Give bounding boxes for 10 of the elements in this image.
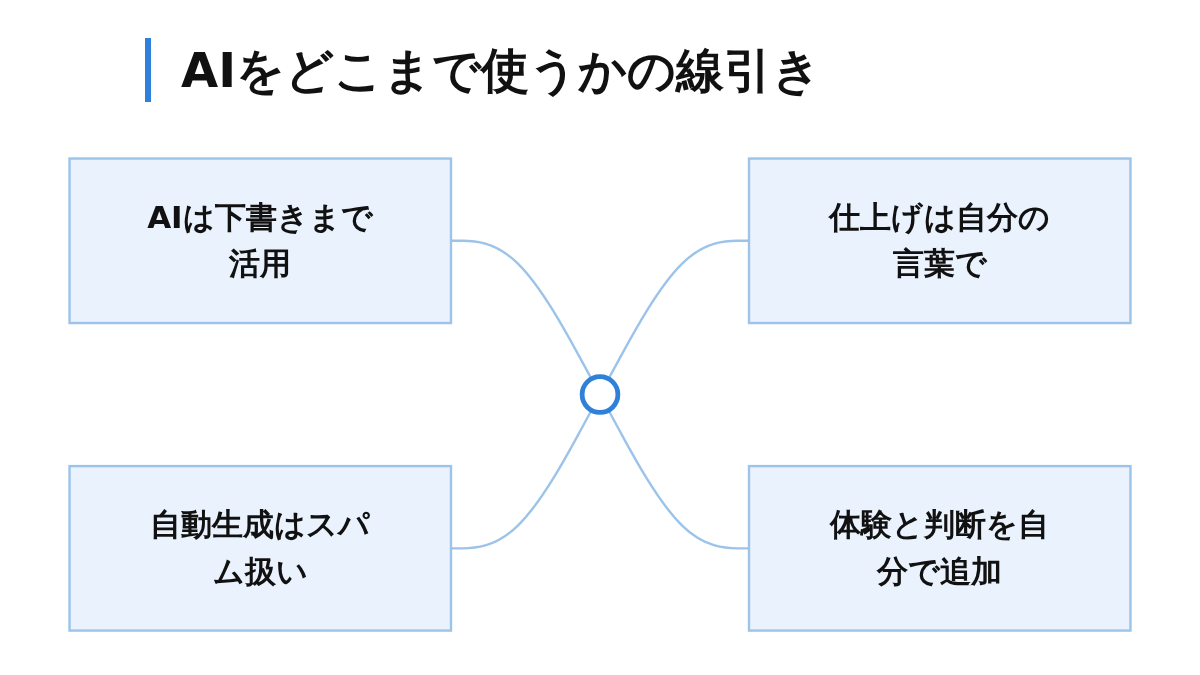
title: AIをどこまで使うかの線引き (145, 38, 821, 102)
connector (451, 240, 593, 380)
node-circle (579, 374, 621, 416)
node-box: 自動生成はスパム扱い (68, 465, 453, 633)
connector (607, 240, 749, 380)
node-box: AIは下書きまで活用 (68, 157, 453, 325)
node-box: 仕上げは自分の言葉で (747, 157, 1132, 325)
connector (451, 410, 593, 550)
connector (607, 410, 749, 550)
node-box: 体験と判断を自分で追加 (747, 465, 1132, 633)
